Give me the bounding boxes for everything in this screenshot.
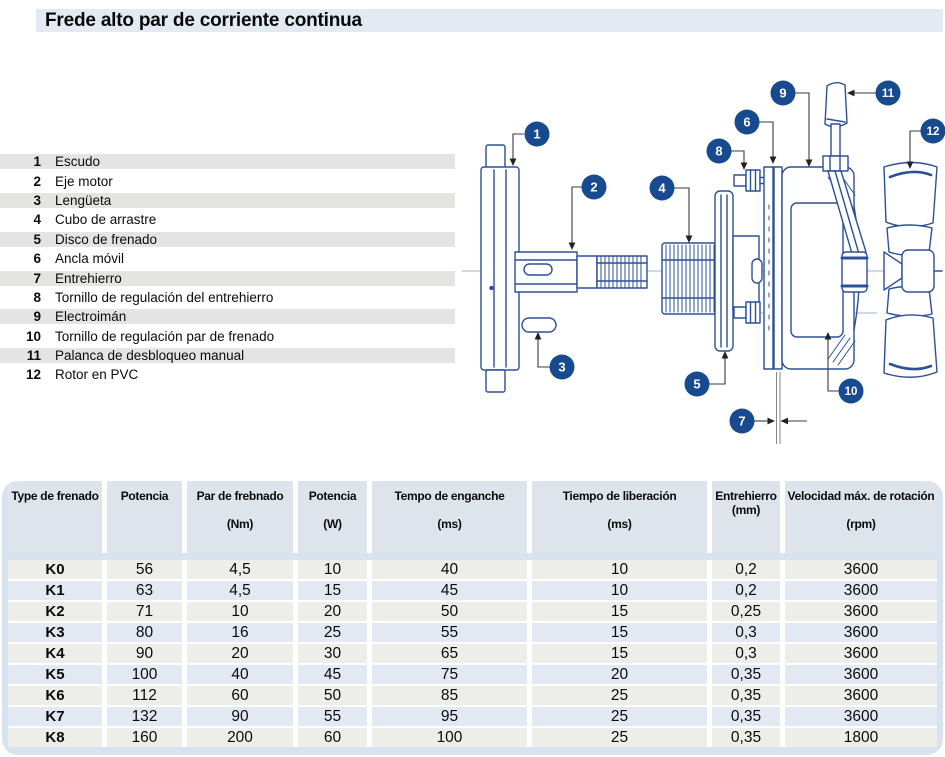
part-number: 8 (33, 289, 41, 305)
list-item: 6 Ancla móvil (0, 249, 455, 268)
svg-text:9: 9 (779, 86, 786, 101)
part-number: 4 (33, 212, 41, 228)
part-number: 2 (33, 173, 41, 189)
part-label: Palanca de desbloqueo manual (55, 348, 245, 364)
page-title: Frede alto par de corriente continua (45, 9, 362, 31)
callouts: 1 2 3 4 5 6 7 8 9 10 11 12 (524, 80, 945, 434)
list-item: 12 Rotor en PVC (0, 365, 455, 384)
callout-7: 7 (729, 408, 755, 434)
svg-text:3: 3 (558, 360, 565, 375)
list-item: 10 Tornillo de regulación par de frenado (0, 327, 455, 346)
callout-8: 8 (706, 138, 732, 164)
callout-10: 10 (838, 378, 864, 404)
callout-6: 6 (734, 109, 760, 135)
column-header: Tempo de enganche(ms) (372, 481, 527, 553)
list-item: 9 Electroimán (0, 307, 455, 326)
svg-text:7: 7 (738, 414, 745, 429)
column-header: Type de frenado (8, 481, 102, 553)
motor-shaft-shape (514, 251, 648, 293)
parts-list: 1 Escudo 2 Eje motor 3 Lengüeta 4 Cubo de ar… (0, 152, 455, 385)
list-item: 2 Eje motor (0, 171, 455, 190)
torque-screw-shape (733, 301, 761, 324)
list-item: 11 Palanca de desbloqueo manual (0, 346, 455, 365)
callout-5: 5 (684, 371, 710, 397)
part-number: 10 (25, 328, 41, 344)
list-item: 3 Lengüeta (0, 191, 455, 210)
column-header: Tiempo de liberación(ms) (532, 481, 707, 553)
armature-shape (763, 166, 783, 370)
svg-text:4: 4 (658, 181, 666, 196)
part-label: Tornillo de regulación par de frenado (55, 328, 275, 344)
svg-text:11: 11 (882, 88, 895, 100)
part-label: Disco de frenado (55, 231, 158, 247)
svg-text:6: 6 (743, 115, 750, 130)
column-header: Entrehierro(mm) (712, 481, 780, 553)
svg-text:5: 5 (693, 377, 700, 392)
spec-table: Type de frenado Potencia Par de frebnado… (2, 481, 943, 755)
callout-12: 12 (920, 118, 945, 144)
callout-3: 3 (549, 354, 575, 380)
part-number: 6 (33, 251, 41, 267)
table-header-row: Type de frenado Potencia Par de frebnado… (8, 481, 937, 553)
release-lever-shape (822, 82, 869, 293)
svg-text:2: 2 (590, 180, 597, 195)
brake-disc-shape (714, 190, 763, 352)
part-label: Rotor en PVC (55, 367, 139, 383)
callout-1: 1 (524, 121, 550, 147)
part-label: Cubo de arrastre (55, 212, 157, 228)
svg-text:8: 8 (715, 144, 722, 159)
list-item: 4 Cubo de arrastre (0, 210, 455, 229)
list-item: 7 Entrehierro (0, 268, 455, 287)
part-number: 5 (33, 231, 41, 247)
column-header: Potencia (107, 481, 182, 553)
svg-text:1: 1 (533, 127, 540, 142)
callout-9: 9 (770, 80, 796, 106)
part-label: Escudo (55, 154, 101, 170)
svg-text:10: 10 (845, 386, 858, 398)
pvc-rotor-shape (883, 161, 943, 378)
part-number: 12 (25, 367, 41, 383)
callout-4: 4 (649, 175, 675, 201)
part-number: 7 (33, 270, 41, 286)
part-number: 9 (33, 309, 41, 325)
title-bar: Frede alto par de corriente continua (36, 9, 943, 32)
column-header: Velocidad máx. de rotación(rpm) (785, 481, 937, 553)
leader-arrowheads (509, 89, 914, 425)
list-item: 5 Disco de frenado (0, 230, 455, 249)
svg-text:12: 12 (927, 126, 940, 138)
callout-2: 2 (581, 174, 607, 200)
part-label: Tornillo de regulación del entrehierro (55, 289, 274, 305)
part-label: Electroimán (55, 309, 127, 325)
list-item: 8 Tornillo de regulación del entrehierro (0, 288, 455, 307)
part-number: 11 (26, 348, 41, 364)
part-label: Entrehierro (55, 270, 122, 286)
list-item: 1 Escudo (0, 152, 455, 171)
column-header: Par de frebnado(Nm) (187, 481, 293, 553)
key-shape (521, 317, 557, 333)
escudo-shape (480, 144, 520, 393)
brake-cross-section-diagram: 1 2 3 4 5 6 7 8 9 10 11 12 (462, 80, 945, 444)
part-label: Eje motor (55, 173, 113, 189)
part-label: Ancla móvil (55, 251, 125, 267)
leader-lines (512, 92, 921, 422)
part-number: 3 (33, 192, 41, 208)
part-label: Lengüeta (55, 192, 112, 208)
air-gap-extension-lines (776, 372, 781, 444)
drive-hub-shape (661, 242, 721, 315)
part-number: 1 (33, 154, 41, 170)
column-header: Potencia(W) (298, 481, 367, 553)
callout-11: 11 (875, 80, 901, 106)
